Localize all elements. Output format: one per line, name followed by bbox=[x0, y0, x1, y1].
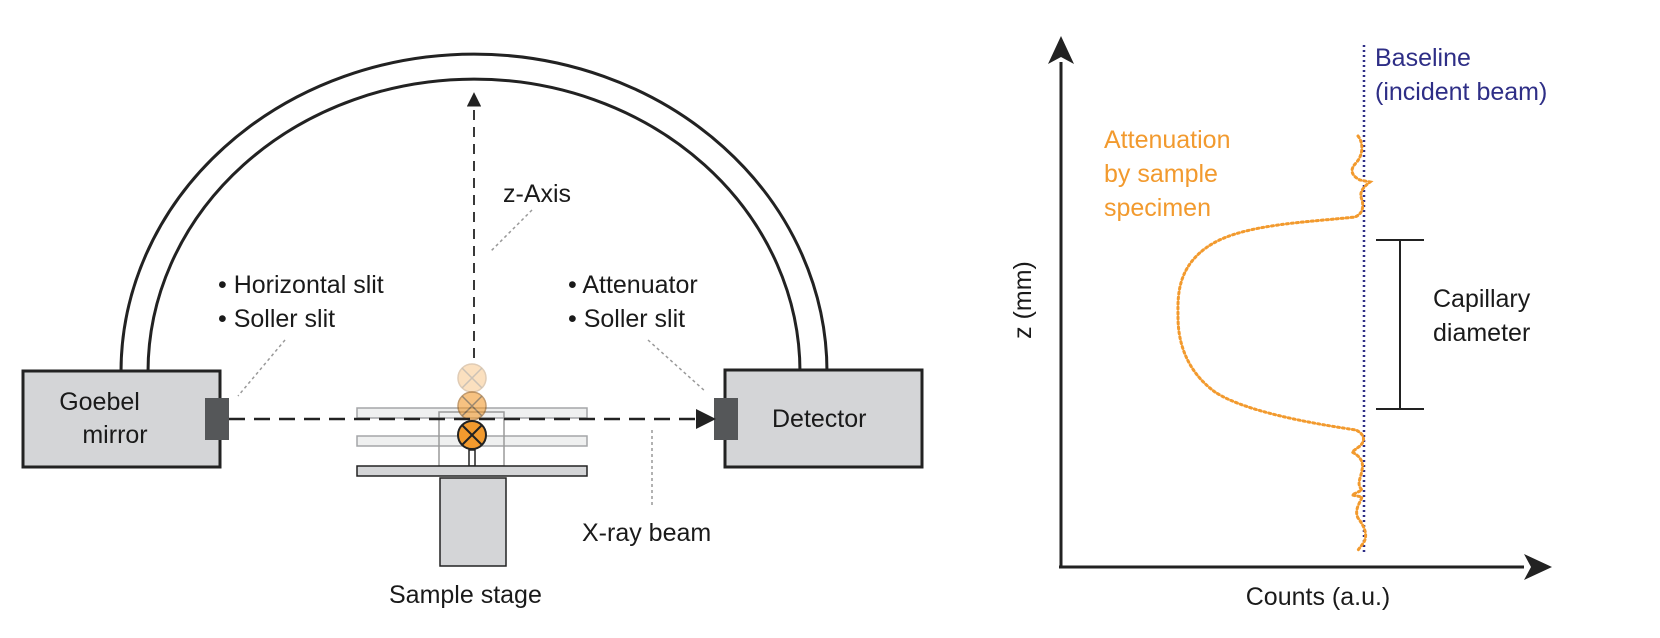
capillary-diameter-label: Capillary diameter bbox=[1433, 285, 1537, 347]
xray-beam-label: X-ray beam bbox=[582, 519, 711, 547]
detector-slit bbox=[714, 398, 738, 440]
z-axis-label: z-Axis bbox=[503, 180, 571, 208]
right-slit-leader bbox=[647, 339, 707, 393]
y-axis-label: z (mm) bbox=[1009, 261, 1037, 339]
goebel-mirror-housing bbox=[21, 369, 222, 469]
stage-platform bbox=[356, 465, 588, 477]
x-axis-label: Counts (a.u.) bbox=[1246, 583, 1391, 611]
sample-stage-label: Sample stage bbox=[389, 581, 542, 609]
x-axis-arrowhead bbox=[1524, 554, 1552, 580]
left-slit-list: • Horizontal slit • Soller slit bbox=[218, 271, 391, 333]
baseline-label: Baseline (incident beam) bbox=[1375, 44, 1547, 106]
stage-column bbox=[439, 477, 507, 567]
sample-position-current bbox=[457, 420, 487, 450]
goniometer-arc bbox=[119, 52, 829, 373]
attenuation-label: Attenuation by sample specimen bbox=[1104, 126, 1237, 222]
sample-pin bbox=[468, 449, 476, 467]
attenuation-curve bbox=[1176, 134, 1374, 553]
sample-position-middle bbox=[457, 391, 487, 421]
detector-housing bbox=[723, 368, 924, 469]
profile-plot: z (mm) Counts (a.u.) Baseline (incident … bbox=[1009, 36, 1552, 611]
detector-label: Detector bbox=[772, 405, 866, 433]
z-axis-leader bbox=[489, 209, 533, 253]
left-slit-leader bbox=[237, 339, 286, 397]
goebel-mirror-label: Goebel mirror bbox=[59, 388, 147, 449]
source-slit bbox=[205, 398, 229, 440]
y-axis-arrowhead bbox=[1048, 36, 1074, 64]
capillary-diameter-bracket bbox=[1376, 239, 1424, 410]
right-slit-list: • Attenuator • Soller slit bbox=[568, 271, 705, 333]
sample-position-top bbox=[457, 363, 487, 393]
